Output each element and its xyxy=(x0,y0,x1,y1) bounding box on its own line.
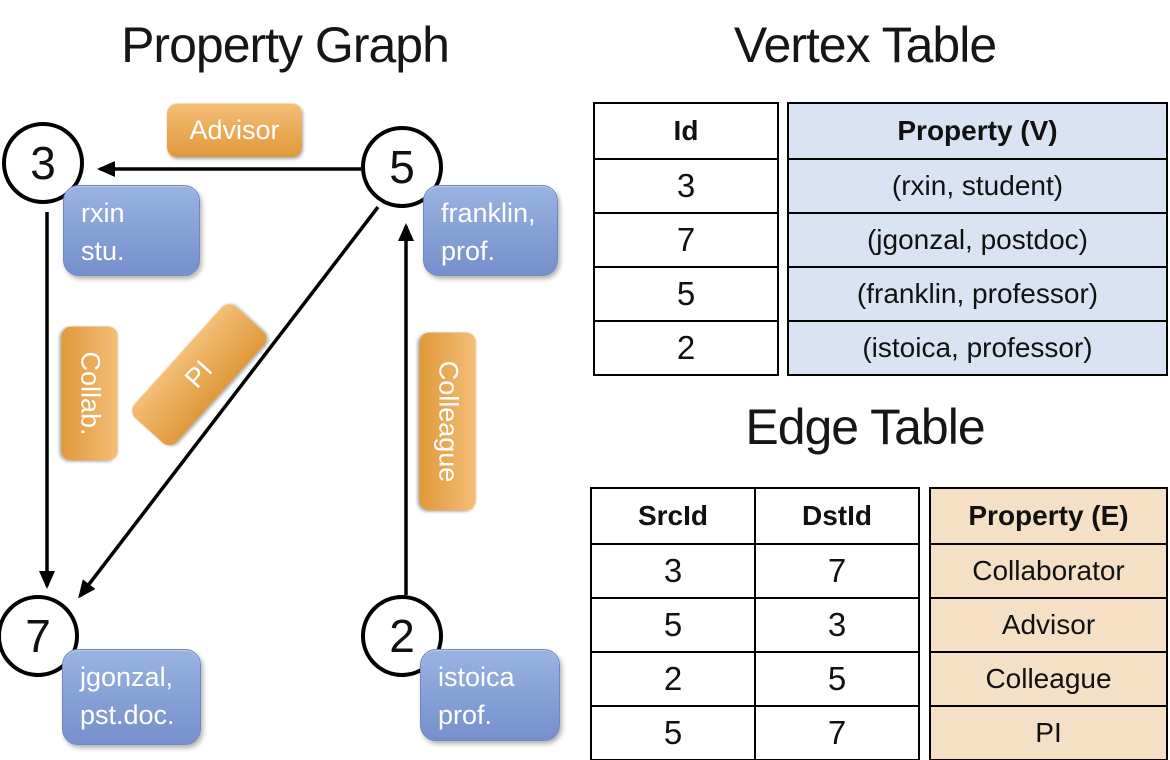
vertex-table-id-header: Id xyxy=(673,115,699,146)
edge-table-title: Edge Table xyxy=(745,399,985,455)
property-graph-title: Property Graph xyxy=(121,17,450,73)
edge-property-cell: Collaborator xyxy=(931,543,1166,597)
callout-line: istoica xyxy=(438,662,515,692)
vertex-property-cell: (istoica, professor) xyxy=(789,320,1166,374)
edge-dst-cell: 3 xyxy=(827,606,847,643)
edge-dst-cell: 7 xyxy=(827,714,847,751)
callout-line: prof. xyxy=(438,700,493,730)
callout-line: jgonzal, xyxy=(80,662,174,692)
vertex-id-cell: 5 xyxy=(595,266,777,320)
vertex-table-property-column: Property (V) (rxin, student) (jgonzal, p… xyxy=(787,102,1168,376)
graph-edges-layer xyxy=(39,161,414,599)
edge-label-advisor: Advisor xyxy=(167,103,302,157)
edge-label-colleague: Colleague xyxy=(419,332,477,511)
vertex-id-cell: 2 xyxy=(595,320,777,374)
callout-line: pst.doc. xyxy=(80,700,175,730)
edge-src-cell: 5 xyxy=(592,599,756,651)
edge-dst-cell: 7 xyxy=(827,552,847,589)
edge-src-cell: 2 xyxy=(592,653,756,705)
edge-table-src-dst-columns: SrcId DstId 3 7 5 3 2 5 5 7 xyxy=(590,487,920,760)
callout-line: franklin, xyxy=(441,198,536,228)
callout-line: prof. xyxy=(441,236,496,266)
vertex-id-cell: 3 xyxy=(595,158,777,212)
vertex-property-callout-2: istoica prof. xyxy=(420,649,560,741)
vertex-table-title: Vertex Table xyxy=(733,17,997,73)
graph-node-5: 5 xyxy=(361,126,443,208)
graph-node-2: 2 xyxy=(361,595,443,677)
edge-property-cell: Advisor xyxy=(931,597,1166,651)
edge-property-cell: Colleague xyxy=(931,651,1166,705)
edge-arrow-5-to-7 xyxy=(78,205,380,599)
edge-dst-cell: 5 xyxy=(827,660,847,697)
vertex-table-id-column: Id 3 7 5 2 xyxy=(593,102,779,376)
vertex-table-property-header: Property (V) xyxy=(897,115,1058,146)
vertex-property-cell: (franklin, professor) xyxy=(789,266,1166,320)
callout-line: rxin xyxy=(81,198,125,228)
vertex-property-callout-3: rxin stu. xyxy=(63,185,200,276)
vertex-property-cell: (jgonzal, postdoc) xyxy=(789,212,1166,266)
vertex-property-cell: (rxin, student) xyxy=(789,158,1166,212)
edge-table-property-header: Property (E) xyxy=(968,500,1129,531)
vertex-id-cell: 7 xyxy=(595,212,777,266)
vertex-property-callout-7: jgonzal, pst.doc. xyxy=(62,649,201,745)
edge-property-cell: PI xyxy=(931,705,1166,759)
callout-line: stu. xyxy=(81,236,125,266)
edge-src-cell: 3 xyxy=(592,545,756,597)
vertex-property-callout-5: franklin, prof. xyxy=(423,185,558,276)
edge-src-cell: 5 xyxy=(592,707,756,759)
edge-table-property-column: Property (E) Collaborator Advisor Collea… xyxy=(929,487,1168,760)
edge-label-collab: Collab. xyxy=(61,326,119,461)
edge-table-dstid-header: DstId xyxy=(802,500,872,531)
edge-table-srcid-header: SrcId xyxy=(592,489,756,543)
